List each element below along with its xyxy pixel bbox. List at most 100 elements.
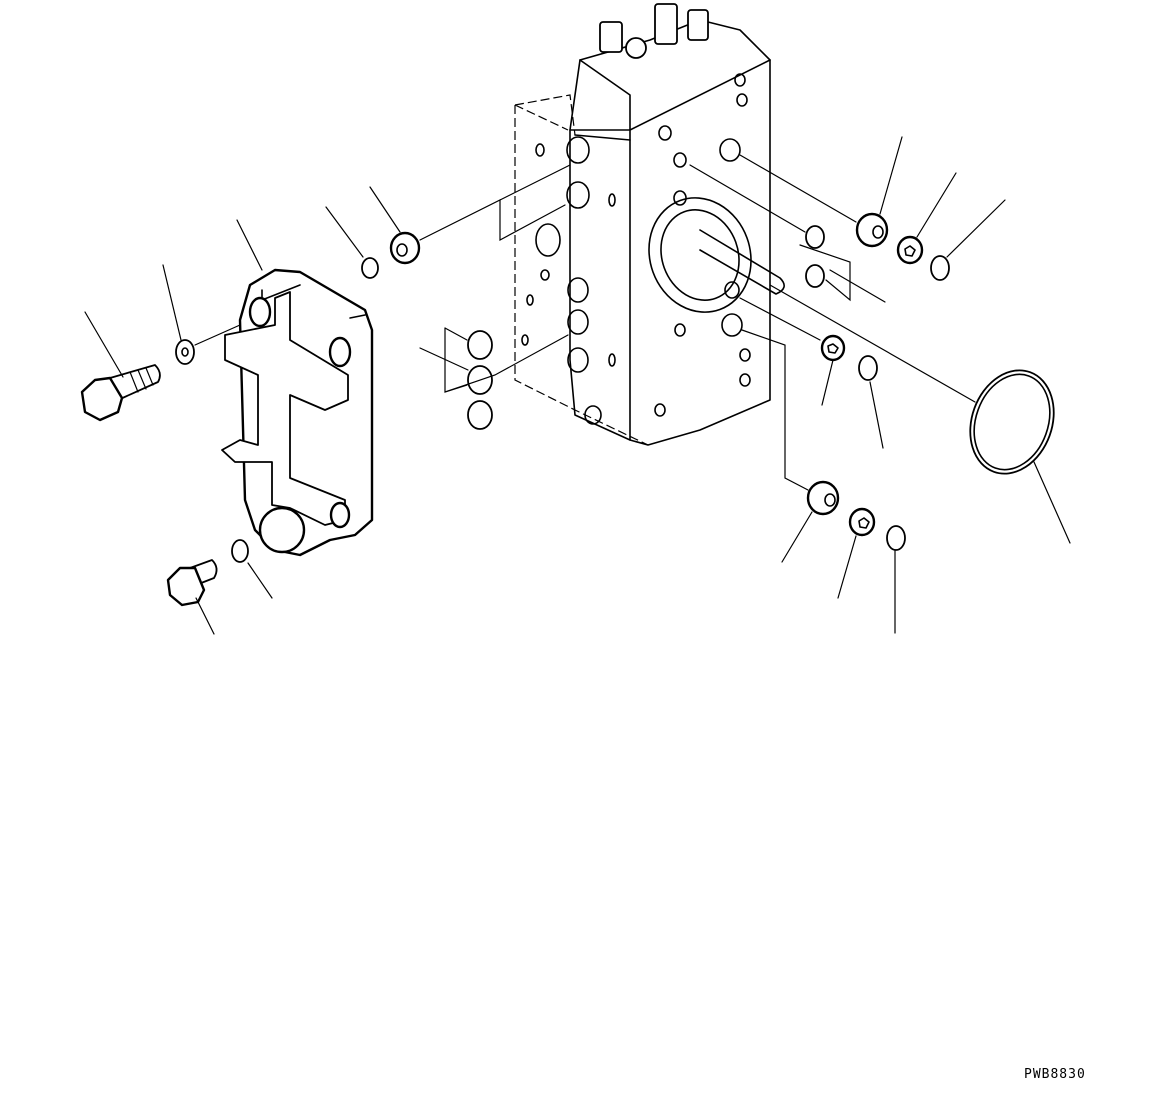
assembly-lines [195,155,975,490]
plug-upper-right [857,214,887,246]
top-fitting-right [688,10,708,40]
leader-line [163,265,181,340]
assembly-line [420,200,565,240]
leader-line [326,207,363,257]
port [720,139,740,161]
washer-left-hole [182,348,188,356]
port [674,191,686,205]
plug-hex-upper-body [898,237,922,263]
valve-body-top-edge [570,60,630,130]
port [735,74,745,86]
side-port [527,295,533,305]
port [740,349,750,361]
assembly-line [742,330,808,490]
leader-line [880,137,902,214]
leader-lines [85,137,1070,634]
cover-boss [250,298,270,326]
port [659,126,671,140]
plug-hex-mid [822,336,844,360]
leader-line [420,348,468,370]
leader-line [85,312,123,377]
bolt-short [168,560,217,605]
side-port [568,278,588,302]
leader-line [838,536,856,598]
cover-boss [330,338,350,366]
drawing-code-label: PWB8830 [1024,1067,1086,1082]
port [675,324,685,336]
plug-hex-upper [898,237,922,263]
plug-upper-right-socket [873,226,883,238]
washer-left [176,340,194,364]
side-port [536,144,544,156]
side-port [536,224,560,256]
leader-line [248,563,272,598]
assembly-line [195,325,240,345]
cover-boss [331,503,349,527]
plug-hex-mid-socket [828,344,838,353]
valve-body-ledge [575,135,630,140]
valve-body [515,4,784,445]
top-plug [626,38,646,58]
leader-line [370,187,400,232]
o-ring-mid [859,356,877,380]
port [722,314,742,336]
top-fitting-left [600,22,622,52]
port [674,153,686,167]
leader-line [822,360,833,405]
side-port [585,406,601,424]
bolt-long [82,365,160,420]
o-ring-right-upper [931,256,949,280]
assembly-line [445,328,568,392]
o-ring-pair-top [806,226,824,248]
face-seal-inner [649,199,752,311]
side-port [567,182,589,208]
plug-lower-right-body [808,482,838,514]
large-o-ring-inner [961,364,1062,481]
top-fitting-center [655,4,677,44]
valve-body-phantom-outline [515,95,648,445]
leader-line [917,173,956,237]
leader-line [196,598,214,634]
side-port [609,354,615,366]
plug-hex-lower [850,509,874,535]
o-ring-group-bottom [468,401,492,429]
plug-hex-upper-socket [905,246,915,256]
leader-line [830,270,885,302]
leader-line [782,512,812,562]
bolt-short-head [168,568,204,605]
side-port [541,270,549,280]
assembly-line [740,298,820,340]
port [655,404,665,416]
o-ring-group-top [468,331,492,359]
assembly-line [770,285,975,402]
large-o-ring [956,359,1067,486]
bolt-long-thread [130,368,153,392]
assembly-line [500,165,570,200]
cover-boss-large [260,508,304,552]
o-ring-right-lower [887,526,905,550]
port [725,282,739,298]
plug-hex-lower-socket [859,518,869,528]
leader-line [947,200,1005,257]
o-ring-small-left [232,540,248,562]
plug-hex-lower-body [850,509,874,535]
plug-left [391,233,419,263]
bolt-long-head [82,378,122,420]
side-port [609,194,615,206]
leader-line [1034,462,1070,543]
leader-line [870,382,883,448]
cover-plate [222,270,372,555]
assembly-line [690,165,805,232]
plug-left-socket [397,244,407,256]
face-seal-outer [633,183,767,326]
plug-lower-right-socket [825,494,835,506]
plug-left-body [391,233,419,263]
side-port [567,137,589,163]
plug-hex-mid-body [822,336,844,360]
port [740,374,750,386]
bolt-long-shank [110,365,160,400]
assembly-line [740,155,856,222]
port [737,94,747,106]
o-ring [362,258,378,278]
